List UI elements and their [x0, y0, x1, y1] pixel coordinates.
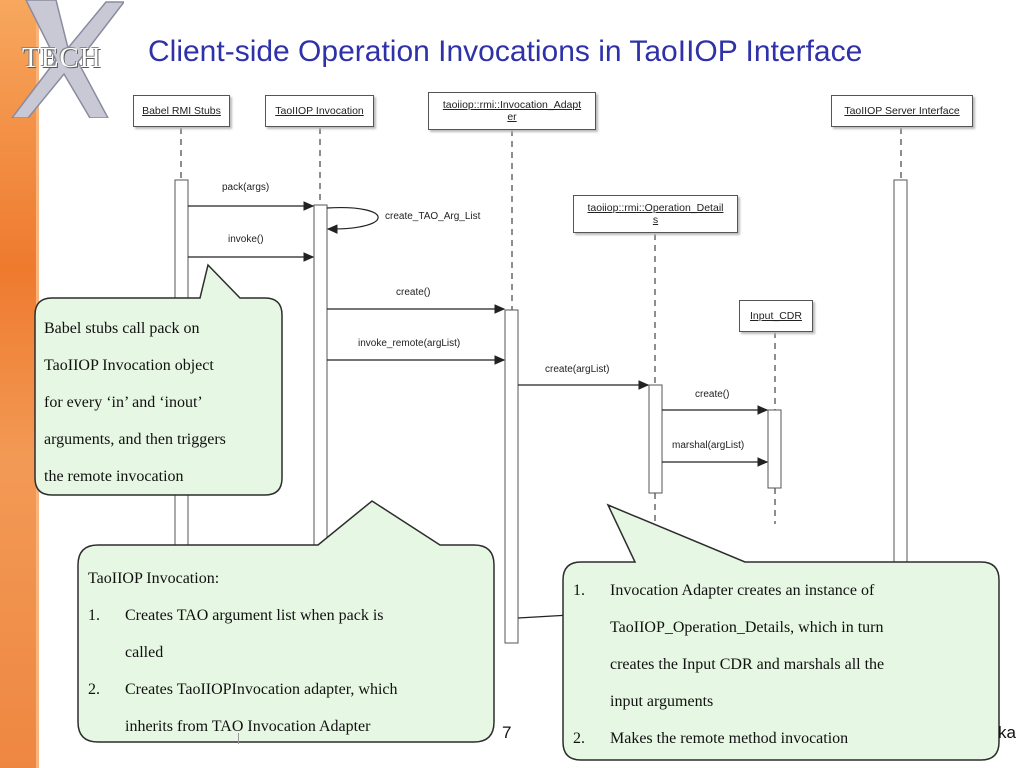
activation-taoiiop-invocation	[313, 204, 328, 556]
page-number: 7	[502, 723, 512, 742]
logo-text: TECH	[22, 42, 102, 74]
callout-middle-shape	[77, 500, 495, 743]
actor-server-interface: TaoIIOP Server Interface	[831, 95, 973, 127]
list-line: TaoIIOP_Operation_Details, which in turn	[610, 619, 884, 636]
callout-left-line: arguments, and then triggers	[44, 431, 226, 448]
callout-right-shape	[562, 503, 1000, 761]
message-invoke: invoke()	[228, 234, 264, 245]
callout-left-line: the remote invocation	[44, 468, 184, 485]
list-line: creates the Input CDR and marshals all t…	[610, 656, 885, 673]
list-number: 2.	[88, 681, 100, 698]
message-invoke-remote: invoke_remote(argList)	[358, 338, 461, 349]
activation-invocation-adapter	[504, 309, 519, 644]
arrow-remote-call	[517, 614, 571, 619]
list-line: Creates TaoIIOPInvocation adapter, which	[125, 681, 398, 698]
sidebar-decoration	[0, 0, 36, 768]
callout-middle-item: 2. Creates TaoIIOPInvocation adapter, wh…	[88, 671, 488, 745]
footer-right-fragment: ka	[998, 723, 1016, 742]
callout-middle-item: 1. Creates TAO argument list when pack i…	[88, 597, 488, 671]
message-create-tao-arg-list: create_TAO_Arg_List	[385, 211, 481, 222]
list-line: Invocation Adapter creates an instance o…	[610, 582, 875, 599]
tech-x-logo-icon	[11, 0, 124, 118]
callout-left-line: TaoIIOP Invocation object	[44, 357, 214, 374]
actor-taoiiop-invocation: TaoIIOP Invocation	[265, 95, 374, 127]
actor-babel-rmi-stubs: Babel RMI Stubs	[133, 95, 230, 127]
list-line: Creates TAO argument list when pack is	[125, 607, 384, 624]
callout-left-text: Babel stubs call pack on TaoIIOP Invocat…	[44, 310, 276, 495]
callout-right-item: 1. Invocation Adapter creates an instanc…	[573, 572, 993, 720]
message-create-adapter: create()	[396, 287, 431, 298]
list-number: 1.	[573, 582, 585, 599]
list-line: inherits from TAO Invocation Adapter	[125, 718, 371, 735]
message-marshal: marshal(argList)	[672, 440, 745, 451]
slide-title: Client-side Operation Invocations in Tao…	[148, 35, 863, 68]
message-create-details: create(argList)	[545, 364, 610, 375]
callout-left-line: Babel stubs call pack on	[44, 320, 200, 337]
callout-left-line: for every ‘in’ and ‘inout’	[44, 394, 203, 411]
list-number: 1.	[88, 607, 100, 624]
arrow-create-tao-arg-list	[326, 206, 379, 234]
callout-left-shape	[34, 263, 283, 496]
callout-middle-text: TaoIIOP Invocation: 1. Creates TAO argum…	[88, 560, 488, 745]
list-line: Makes the remote method invocation	[610, 730, 849, 747]
footer-tick	[238, 733, 239, 744]
list-line: input arguments	[610, 693, 714, 710]
list-number: 2.	[573, 730, 585, 747]
activation-operation-details	[648, 384, 663, 494]
activation-input-cdr	[767, 409, 782, 489]
list-line: called	[125, 644, 164, 661]
callout-middle-heading: TaoIIOP Invocation:	[88, 570, 220, 587]
actor-input-cdr: Input_CDR	[739, 300, 813, 332]
message-create-cdr: create()	[695, 389, 730, 400]
activation-server-interface	[893, 179, 908, 581]
callout-right-text: 1. Invocation Adapter creates an instanc…	[573, 572, 993, 757]
callout-right-item: 2. Makes the remote method invocation	[573, 720, 993, 757]
message-pack: pack(args)	[222, 182, 270, 193]
